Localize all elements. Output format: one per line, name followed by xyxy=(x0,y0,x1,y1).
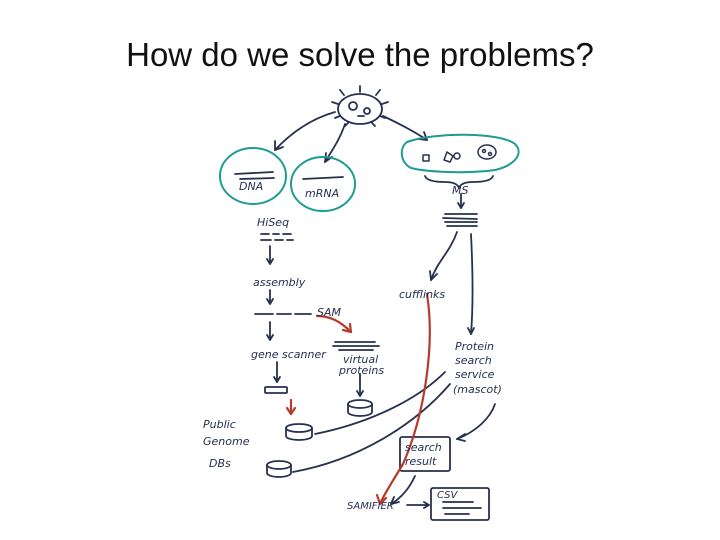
arrow-sample-to-protein xyxy=(382,115,428,141)
red-arrow-sam-to-virtual xyxy=(315,314,353,334)
protein-oval xyxy=(400,133,520,174)
protein-molecules-icon xyxy=(422,144,497,163)
label-public-1: Public xyxy=(203,418,236,431)
label-assembly: assembly xyxy=(253,276,306,289)
label-sam: SAM xyxy=(317,306,342,319)
label-hiseq: HiSeq xyxy=(257,216,289,229)
label-protein-search-1: Protein xyxy=(455,340,494,353)
label-dna: DNA xyxy=(239,180,263,193)
public-db-icon-2 xyxy=(266,460,292,478)
workflow-sketch: DNA mRNA MS HiSeq assembly SAM cufflinks… xyxy=(203,85,520,521)
label-samifier: SAMIFIER xyxy=(347,501,394,512)
label-protein-search-2: search xyxy=(455,354,492,367)
label-protein-search-3: service xyxy=(455,368,495,381)
virtual-protein-db-icon xyxy=(347,399,373,417)
arrow-sample-to-mrna xyxy=(324,123,346,163)
label-public-2: Genome xyxy=(203,435,250,448)
label-protein-search-4: (mascot) xyxy=(453,383,502,396)
label-search-result-1: search xyxy=(405,441,442,454)
dna-oval xyxy=(219,147,287,205)
slide-title: How do we solve the problems? xyxy=(126,36,594,73)
label-virtual-2: proteins xyxy=(338,364,384,377)
label-csv: CSV xyxy=(437,490,459,501)
sample-cell-icon xyxy=(331,85,389,127)
label-ms: MS xyxy=(452,184,468,197)
red-arrow-cufflinks-to-samifier xyxy=(378,292,431,506)
label-gene-scanner: gene scanner xyxy=(251,348,327,361)
mrna-oval xyxy=(290,156,356,212)
public-db-icon-1 xyxy=(285,423,313,441)
label-virtual-1: virtual xyxy=(343,353,378,366)
csv-output-box xyxy=(430,487,490,521)
label-mrna: mRNA xyxy=(305,187,339,200)
label-search-result-2: result xyxy=(405,455,437,468)
label-public-3: DBs xyxy=(209,457,231,470)
arrow-sample-to-dna xyxy=(274,111,336,151)
search-result-box xyxy=(399,436,451,472)
label-cufflinks: cufflinks xyxy=(399,288,445,301)
